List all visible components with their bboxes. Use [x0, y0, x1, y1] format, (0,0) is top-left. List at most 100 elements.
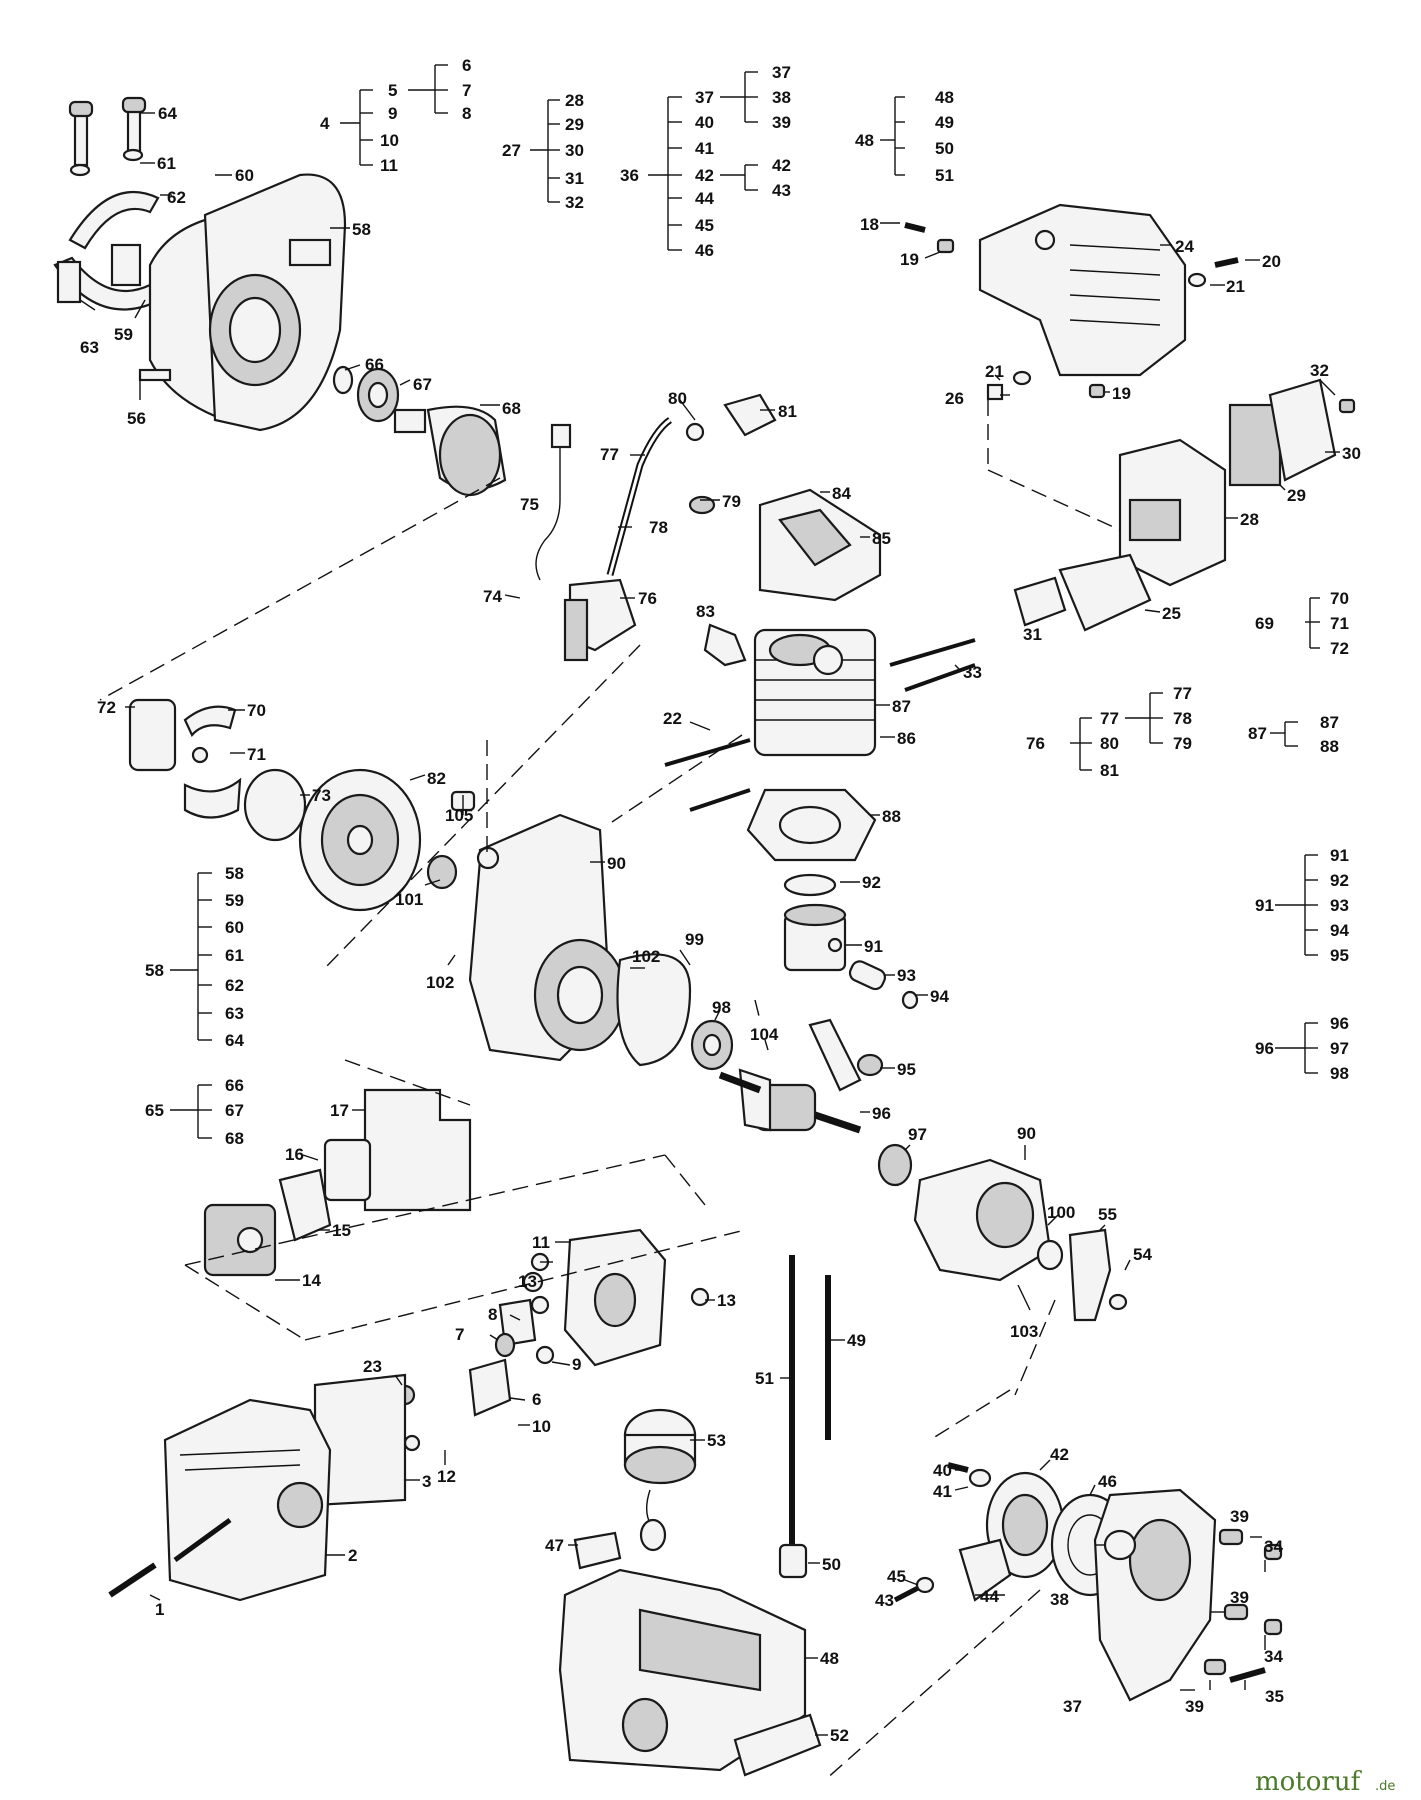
- part-label: 16: [285, 1145, 304, 1164]
- group-child-label: 48: [935, 88, 954, 107]
- part-label: 38: [1050, 1590, 1069, 1609]
- muffler: [1118, 438, 1227, 587]
- part-label: 19: [900, 250, 919, 269]
- part-label: 84: [832, 484, 851, 503]
- part-label: 88: [882, 807, 901, 826]
- group-parent-label: 76: [1026, 734, 1045, 753]
- group-sub-label: 78: [1173, 709, 1192, 728]
- clamp-screws: [68, 96, 147, 177]
- part-label: 66: [365, 355, 384, 374]
- part-label: 11: [532, 1233, 550, 1252]
- watermark: motoruf .de: [1255, 1767, 1395, 1797]
- group-brackets: [170, 64, 1320, 1139]
- part-label: 61: [157, 154, 176, 173]
- ignition-coil: [563, 578, 637, 662]
- spark-plug: [703, 623, 747, 667]
- group-child-label: 71: [1330, 614, 1349, 633]
- part-label: 96: [872, 1104, 891, 1123]
- group-child-label: 77: [1100, 709, 1119, 728]
- watermark-brand: motoruf: [1255, 1767, 1363, 1797]
- group-child-label: 62: [225, 976, 244, 995]
- watermark-suffix: .de: [1375, 1779, 1395, 1794]
- clutch-drum: [393, 405, 507, 497]
- part-label: 73: [312, 786, 331, 805]
- group-child-label: 44: [695, 189, 714, 208]
- part-label: 74: [483, 587, 502, 606]
- part-label: 30: [1342, 444, 1361, 463]
- group-child-label: 46: [695, 241, 714, 260]
- part-label: 68: [502, 399, 521, 418]
- group-child-label: 5: [388, 81, 397, 100]
- part-label: 93: [897, 966, 916, 985]
- part-label: 43: [875, 1591, 894, 1610]
- piston-ring: [783, 873, 837, 897]
- part-label: 20: [1262, 252, 1281, 271]
- group-sub-label: 38: [772, 88, 791, 107]
- group-child-label: 88: [1320, 737, 1339, 756]
- group-child-label: 72: [1330, 639, 1349, 658]
- spark-arrester-screen: [1228, 403, 1282, 487]
- fuel-cap: [623, 1408, 697, 1552]
- spark-plug-boot: [723, 393, 777, 437]
- part-label: 78: [649, 518, 668, 537]
- part-label: 9: [572, 1355, 581, 1374]
- part-label: 32: [1310, 361, 1329, 380]
- group-child-label: 63: [225, 1004, 244, 1023]
- part-label: 77: [600, 445, 619, 464]
- group-child-label: 45: [695, 216, 714, 235]
- part-label: 3: [422, 1472, 431, 1491]
- group-parent-label: 91: [1255, 896, 1274, 915]
- engine-shroud: [978, 203, 1187, 377]
- part-label: 91: [864, 937, 883, 956]
- group-child-label: 92: [1330, 871, 1349, 890]
- part-label: 46: [1098, 1472, 1117, 1491]
- part-label: 104: [750, 1025, 779, 1044]
- group-parent-label: 36: [620, 166, 639, 185]
- part-label: 37: [1063, 1697, 1082, 1716]
- group-child-label: 94: [1330, 921, 1349, 940]
- part-label: 26: [945, 389, 964, 408]
- air-cleaner-cover: [163, 1398, 332, 1602]
- group-parent-label: 87: [1248, 724, 1267, 743]
- part-label: 34: [1264, 1647, 1283, 1666]
- group-child-label: 68: [225, 1129, 244, 1148]
- part-label: 80: [668, 389, 687, 408]
- part-label: 31: [1023, 625, 1042, 644]
- part-label: 90: [1017, 1124, 1036, 1143]
- group-sub-label: 42: [772, 156, 791, 175]
- part-label: 44: [980, 1587, 999, 1606]
- part-label: 71: [247, 745, 266, 764]
- flywheel: [298, 768, 458, 912]
- part-label: 19: [1112, 384, 1131, 403]
- group-child-label: 61: [225, 946, 244, 965]
- part-label: 87: [892, 697, 911, 716]
- group-child-label: 87: [1320, 713, 1339, 732]
- group-parent-label: 69: [1255, 614, 1274, 633]
- group-sub-label: 6: [462, 56, 471, 75]
- part-label: 39: [1185, 1697, 1204, 1716]
- group-child-label: 9: [388, 104, 397, 123]
- starter-housing: [1093, 1488, 1217, 1702]
- part-label: 7: [455, 1325, 464, 1344]
- part-label: 33: [963, 663, 982, 682]
- part-label: 21: [1226, 277, 1245, 296]
- part-label: 39: [1230, 1507, 1249, 1526]
- group-child-label: 37: [695, 88, 714, 107]
- part-label: 2: [348, 1546, 357, 1565]
- crankcase-left: [468, 813, 627, 1062]
- group-child-label: 28: [565, 91, 584, 110]
- group-sub-label: 43: [772, 181, 791, 200]
- part-label: 82: [427, 769, 446, 788]
- part-label: 56: [127, 409, 146, 428]
- washer: [243, 768, 307, 842]
- group-child-label: 93: [1330, 896, 1349, 915]
- part-label: 72: [97, 698, 116, 717]
- part-label: 45: [887, 1567, 906, 1586]
- part-label: 76: [638, 589, 657, 608]
- part-label: 47: [545, 1536, 564, 1555]
- part-label: 83: [696, 602, 715, 621]
- group-index: 4 5 9 10 11 6 7 8 27 28 29 30 31 32 36 3…: [145, 56, 1349, 1148]
- part-label: 85: [872, 529, 891, 548]
- group-child-label: 30: [565, 141, 584, 160]
- group-child-label: 97: [1330, 1039, 1349, 1058]
